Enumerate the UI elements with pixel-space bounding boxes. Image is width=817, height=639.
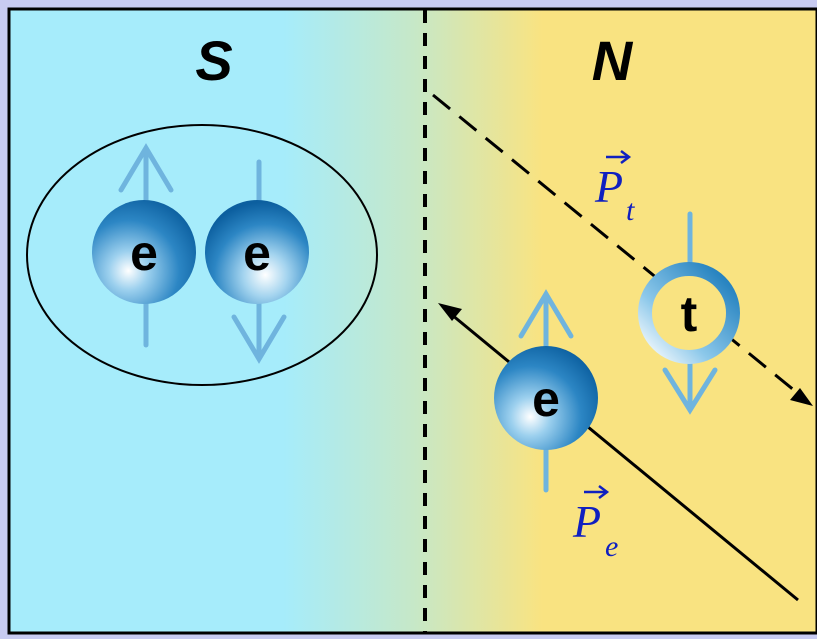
superconductor-label: S xyxy=(195,29,232,92)
hole-momentum-label: P t xyxy=(594,150,635,227)
electron-momentum-arrow-icon xyxy=(438,303,799,602)
electron-letter: e xyxy=(243,225,271,281)
hole-ring-icon xyxy=(638,262,740,364)
electron-letter: e xyxy=(130,225,158,281)
electron-sphere-icon xyxy=(92,200,196,304)
electron-sphere-icon xyxy=(494,346,598,450)
electron: e xyxy=(494,289,598,493)
hole-momentum-arrow-icon xyxy=(432,93,813,406)
hole-momentum-symbol: P xyxy=(594,161,623,212)
vector-arrow-icon xyxy=(584,485,610,499)
hole-letter: t xyxy=(681,286,698,342)
electron-letter: e xyxy=(532,371,560,427)
cooper-pair-electron-spin-up: e xyxy=(92,143,196,348)
hole-momentum-subscript: t xyxy=(626,194,635,227)
electron-momentum-subscript: e xyxy=(605,530,618,563)
electron-momentum-label: P e xyxy=(572,485,618,563)
vector-arrow-icon xyxy=(606,150,632,164)
electron-sphere-icon xyxy=(205,200,309,304)
electron-momentum-symbol: P xyxy=(572,496,601,547)
cooper-pair-ellipse xyxy=(26,124,378,386)
hole: t xyxy=(638,211,740,415)
cooper-pair-electron-spin-down: e xyxy=(205,159,309,364)
normal-metal-label: N xyxy=(592,29,634,92)
